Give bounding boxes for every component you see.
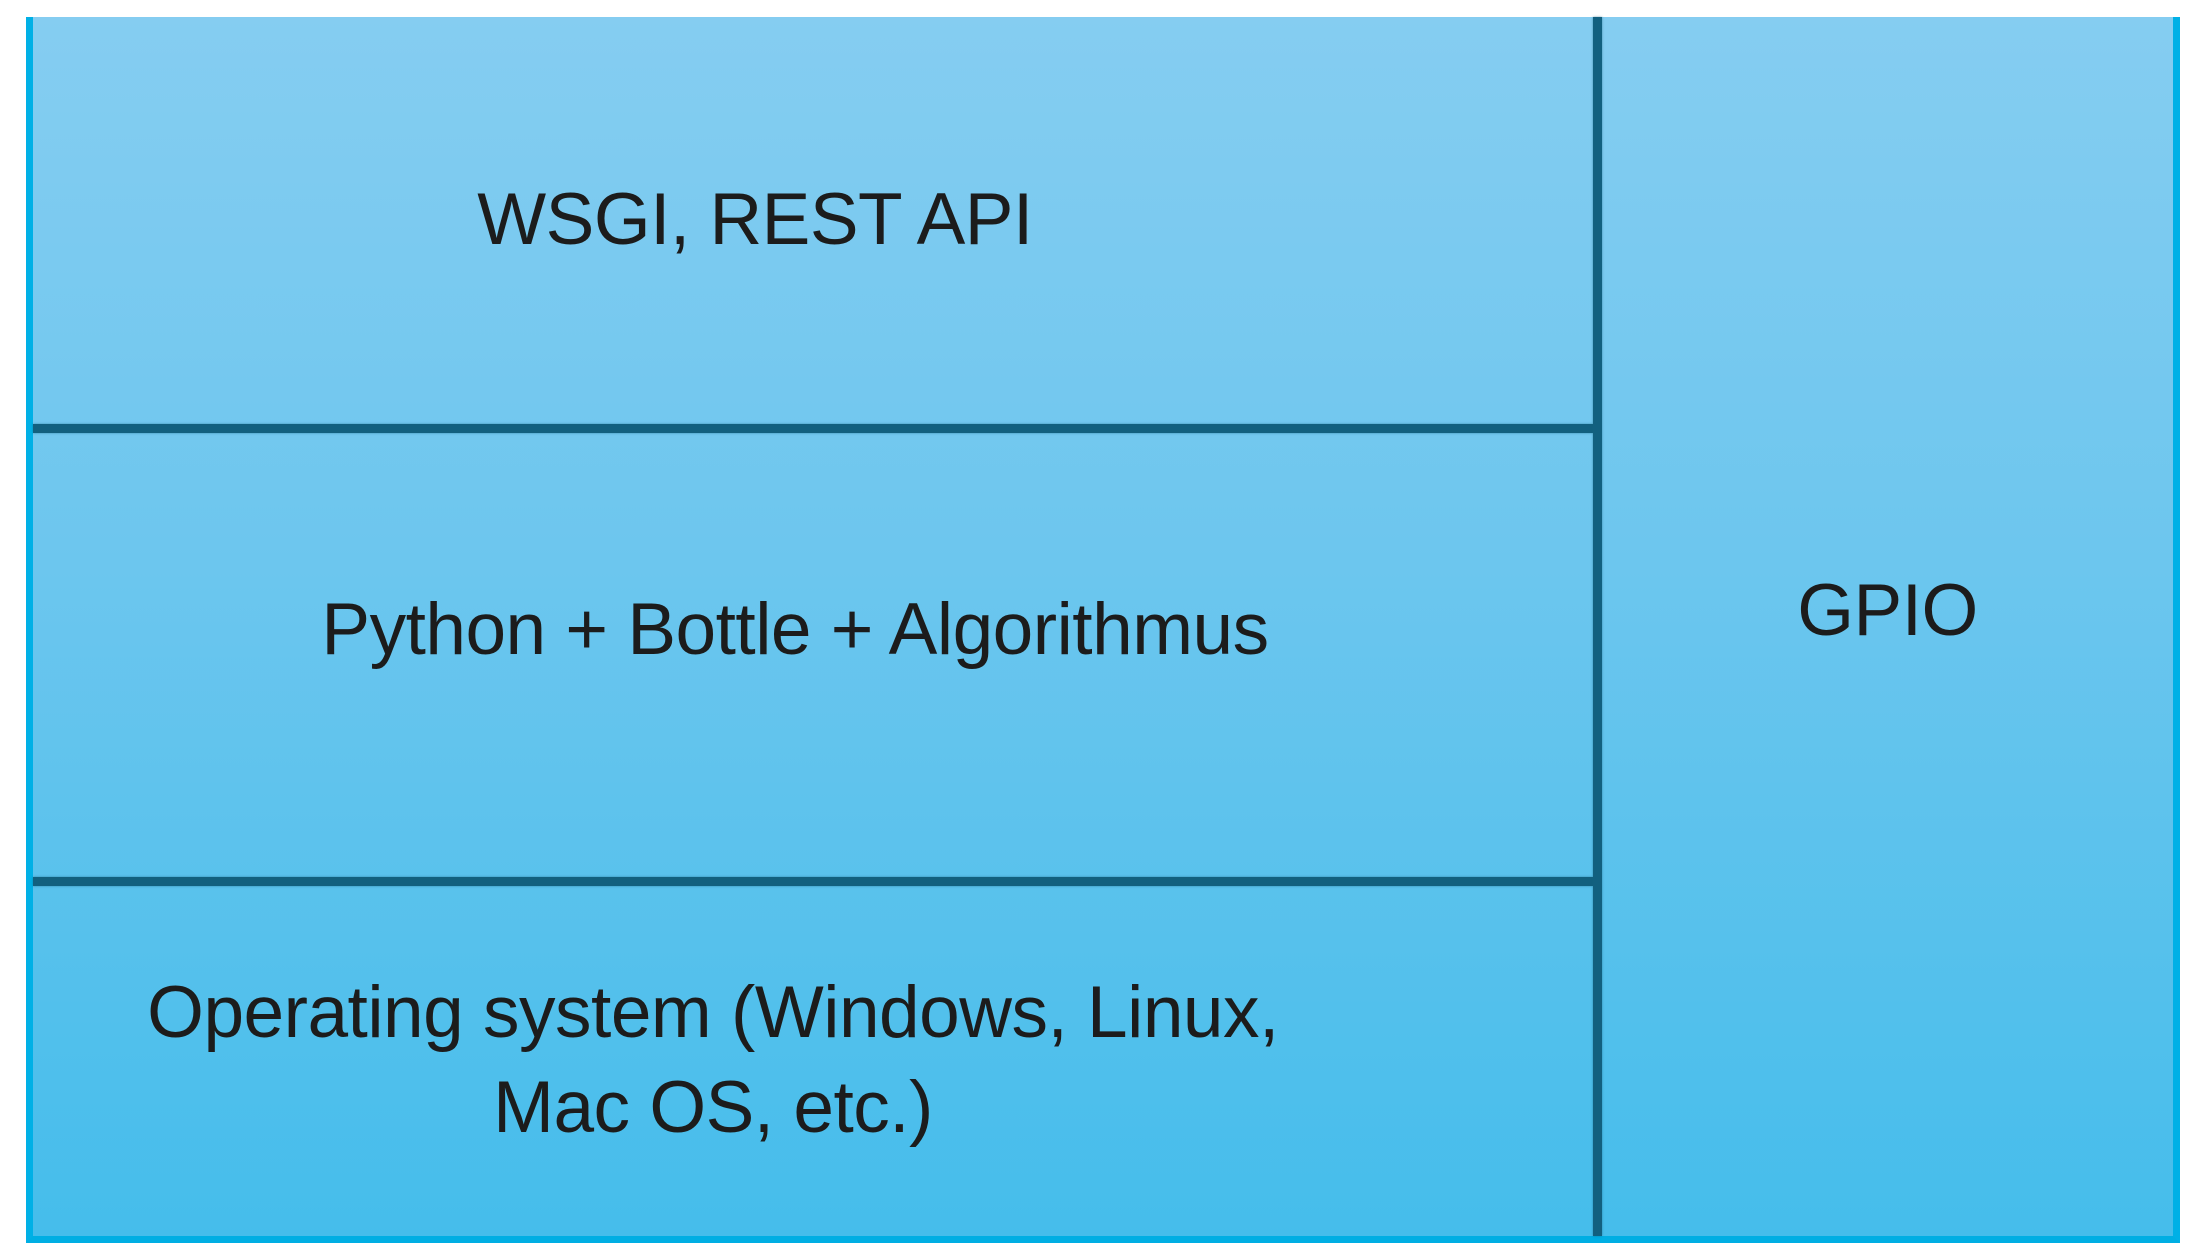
horizontal-divider-1 [33, 424, 1593, 433]
horizontal-divider-2 [33, 877, 1593, 886]
software-stack-diagram: WSGI, REST API Python + Bottle + Algorit… [26, 17, 2180, 1243]
layer-python-bottle-algorithmus-label: Python + Bottle + Algorithmus [321, 588, 1269, 670]
layer-wsgi-rest-api: WSGI, REST API [33, 17, 1593, 424]
layer-operating-system: Operating system (Windows, Linux, Mac OS… [33, 886, 1593, 1236]
layer-gpio-label: GPIO [1797, 570, 1978, 652]
layer-wsgi-rest-api-label: WSGI, REST API [477, 179, 1033, 261]
layer-operating-system-label: Operating system (Windows, Linux, Mac OS… [147, 972, 1279, 1148]
stack-layers-column: WSGI, REST API Python + Bottle + Algorit… [33, 17, 1593, 1236]
vertical-divider [1593, 17, 1602, 1236]
layer-gpio: GPIO [1602, 17, 2173, 1236]
layer-python-bottle-algorithmus: Python + Bottle + Algorithmus [33, 433, 1593, 877]
